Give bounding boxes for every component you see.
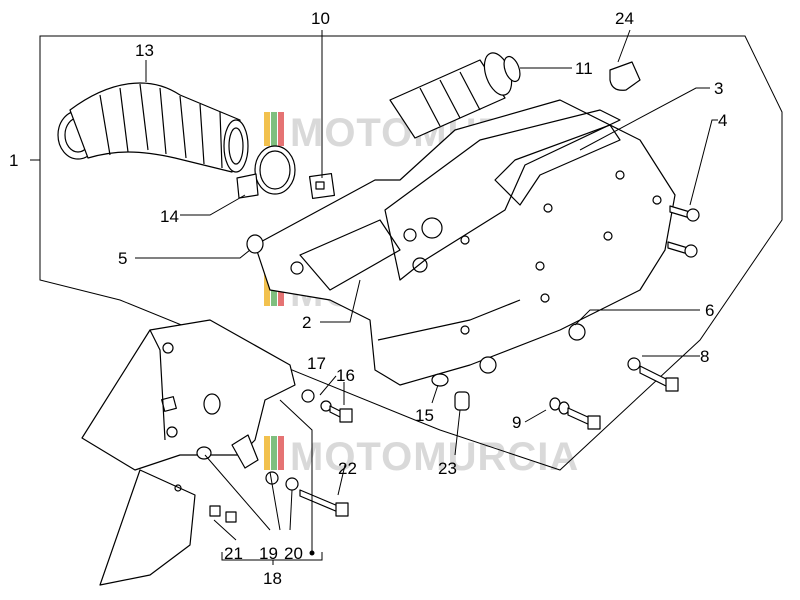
bushing-5: [246, 234, 264, 254]
bolt-22: [299, 489, 349, 517]
housing-outer: [254, 99, 676, 386]
watermark-stripe-3: [278, 436, 284, 470]
screw-4: [669, 205, 700, 222]
callout-20: 20: [284, 544, 303, 563]
callout-13: 13: [135, 41, 154, 60]
callout-6: 6: [705, 301, 714, 320]
callout-15: 15: [415, 406, 434, 425]
lower-bracket: [81, 319, 296, 471]
washer-20: [285, 477, 299, 491]
callout-10: 10: [311, 9, 330, 28]
callout-14: 14: [160, 207, 179, 226]
snorkel-body: [389, 59, 506, 139]
callout-1: 1: [9, 151, 18, 170]
watermark-stripe-1: [264, 112, 270, 146]
callout-8: 8: [700, 347, 709, 366]
callout-9: 9: [512, 413, 521, 432]
air-filter-housing: [254, 99, 676, 386]
nut-21a: [209, 505, 221, 517]
callout-4: 4: [718, 111, 727, 130]
bolt-16: [320, 400, 353, 423]
clamp-sleeve: [236, 173, 259, 199]
intake-snorkel: [389, 52, 521, 139]
callout-23: 23: [438, 459, 457, 478]
hose-body: [69, 82, 241, 173]
callout-18: 18: [263, 569, 282, 588]
callout-19: 19: [259, 544, 278, 563]
leader-lines: [30, 29, 718, 565]
bracket-body: [81, 319, 296, 471]
callout-numbers: 1 2 3 4 5 6 8 9 10 11 13 14 15 16 17 18 …: [9, 9, 727, 588]
washer-17: [301, 389, 315, 403]
callout-17: 17: [307, 354, 326, 373]
housing-cover: [384, 109, 621, 281]
bolt-9: [549, 397, 601, 430]
watermark-bottom: MOTOMURCIA: [264, 435, 579, 479]
bolt-8: [627, 357, 679, 392]
filter-element: [494, 124, 621, 206]
watermark-stripe-1: [264, 436, 270, 470]
washer-19: [196, 446, 212, 460]
hose-clamp: [236, 145, 296, 199]
screw-4b: [667, 241, 698, 258]
bullet-point: [309, 550, 315, 556]
clip-24: [609, 61, 641, 91]
callout-2: 2: [302, 313, 311, 332]
watermark-text: MOTOMURCIA: [290, 435, 579, 479]
watermark-stripe-2: [271, 112, 277, 146]
plug-23: [454, 391, 470, 411]
clamp-15: [431, 373, 449, 387]
callout-11: 11: [575, 59, 593, 78]
clamp-ring: [254, 145, 296, 195]
nut-21b: [225, 511, 237, 523]
clip-nut: [308, 172, 336, 200]
mud-flap: [99, 469, 196, 586]
callout-24: 24: [615, 9, 634, 28]
spacer-6b: [479, 356, 497, 374]
watermark-stripe-1: [264, 272, 270, 306]
callout-22: 22: [338, 459, 357, 478]
callout-16: 16: [336, 366, 355, 385]
callout-21: 21: [224, 544, 243, 563]
housing-arm: [299, 219, 401, 291]
callout-3: 3: [714, 79, 723, 98]
intake-hose: [57, 82, 249, 173]
callout-5: 5: [118, 249, 127, 268]
spacer-6a: [568, 323, 586, 341]
hose-end-right: [223, 119, 249, 173]
watermark-stripe-3: [278, 112, 284, 146]
watermark-stripe-2: [271, 436, 277, 470]
